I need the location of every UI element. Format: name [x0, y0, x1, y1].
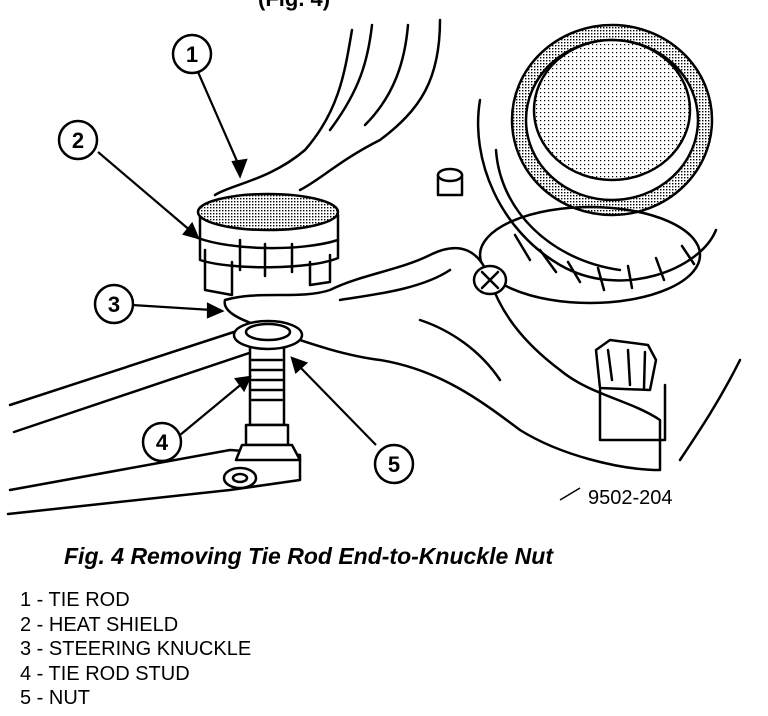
tie-rod-illustration: 1 2 3 4 5 9502-204	[6, 18, 742, 516]
callout-4-label: 4	[156, 430, 169, 455]
callout-3: 3	[93, 283, 135, 325]
lower-nut	[594, 338, 742, 462]
figure-id: 9502-204	[588, 487, 673, 509]
tie-rod	[6, 328, 302, 516]
hub-bolt	[436, 167, 508, 296]
wheel-hub	[476, 23, 718, 305]
callout-2: 2	[57, 119, 99, 161]
legend-item-steering-knuckle: 3 - STEERING KNUCKLE	[20, 638, 252, 661]
knuckle-nut	[232, 319, 304, 351]
tie-rod-arm	[213, 28, 354, 197]
tie-rod-stud	[234, 343, 302, 462]
figure-caption: Fig. 4 Removing Tie Rod End-to-Knuckle N…	[64, 543, 553, 569]
callout-5: 5	[373, 443, 415, 485]
steering-knuckle-body	[223, 246, 662, 472]
callout-3-label: 3	[108, 292, 120, 317]
callout-4: 4	[141, 421, 183, 463]
legend-item-tie-rod-stud: 4 - TIE ROD STUD	[20, 662, 190, 685]
legend-item-nut: 5 - NUT	[20, 687, 90, 710]
callout-1-label: 1	[186, 42, 198, 67]
callout-2-label: 2	[72, 128, 84, 153]
parts-legend: 1 - TIE ROD 2 - HEAT SHIELD 3 - STEERING…	[20, 588, 251, 711]
callout-1: 1	[171, 33, 213, 75]
header-fragment: (Fig. 4)	[258, 0, 330, 12]
legend-item-tie-rod: 1 - TIE ROD	[20, 589, 130, 611]
legend-item-heat-shield: 2 - HEAT SHIELD	[20, 613, 179, 636]
callout-5-label: 5	[388, 452, 400, 477]
heat-shield	[196, 192, 340, 297]
